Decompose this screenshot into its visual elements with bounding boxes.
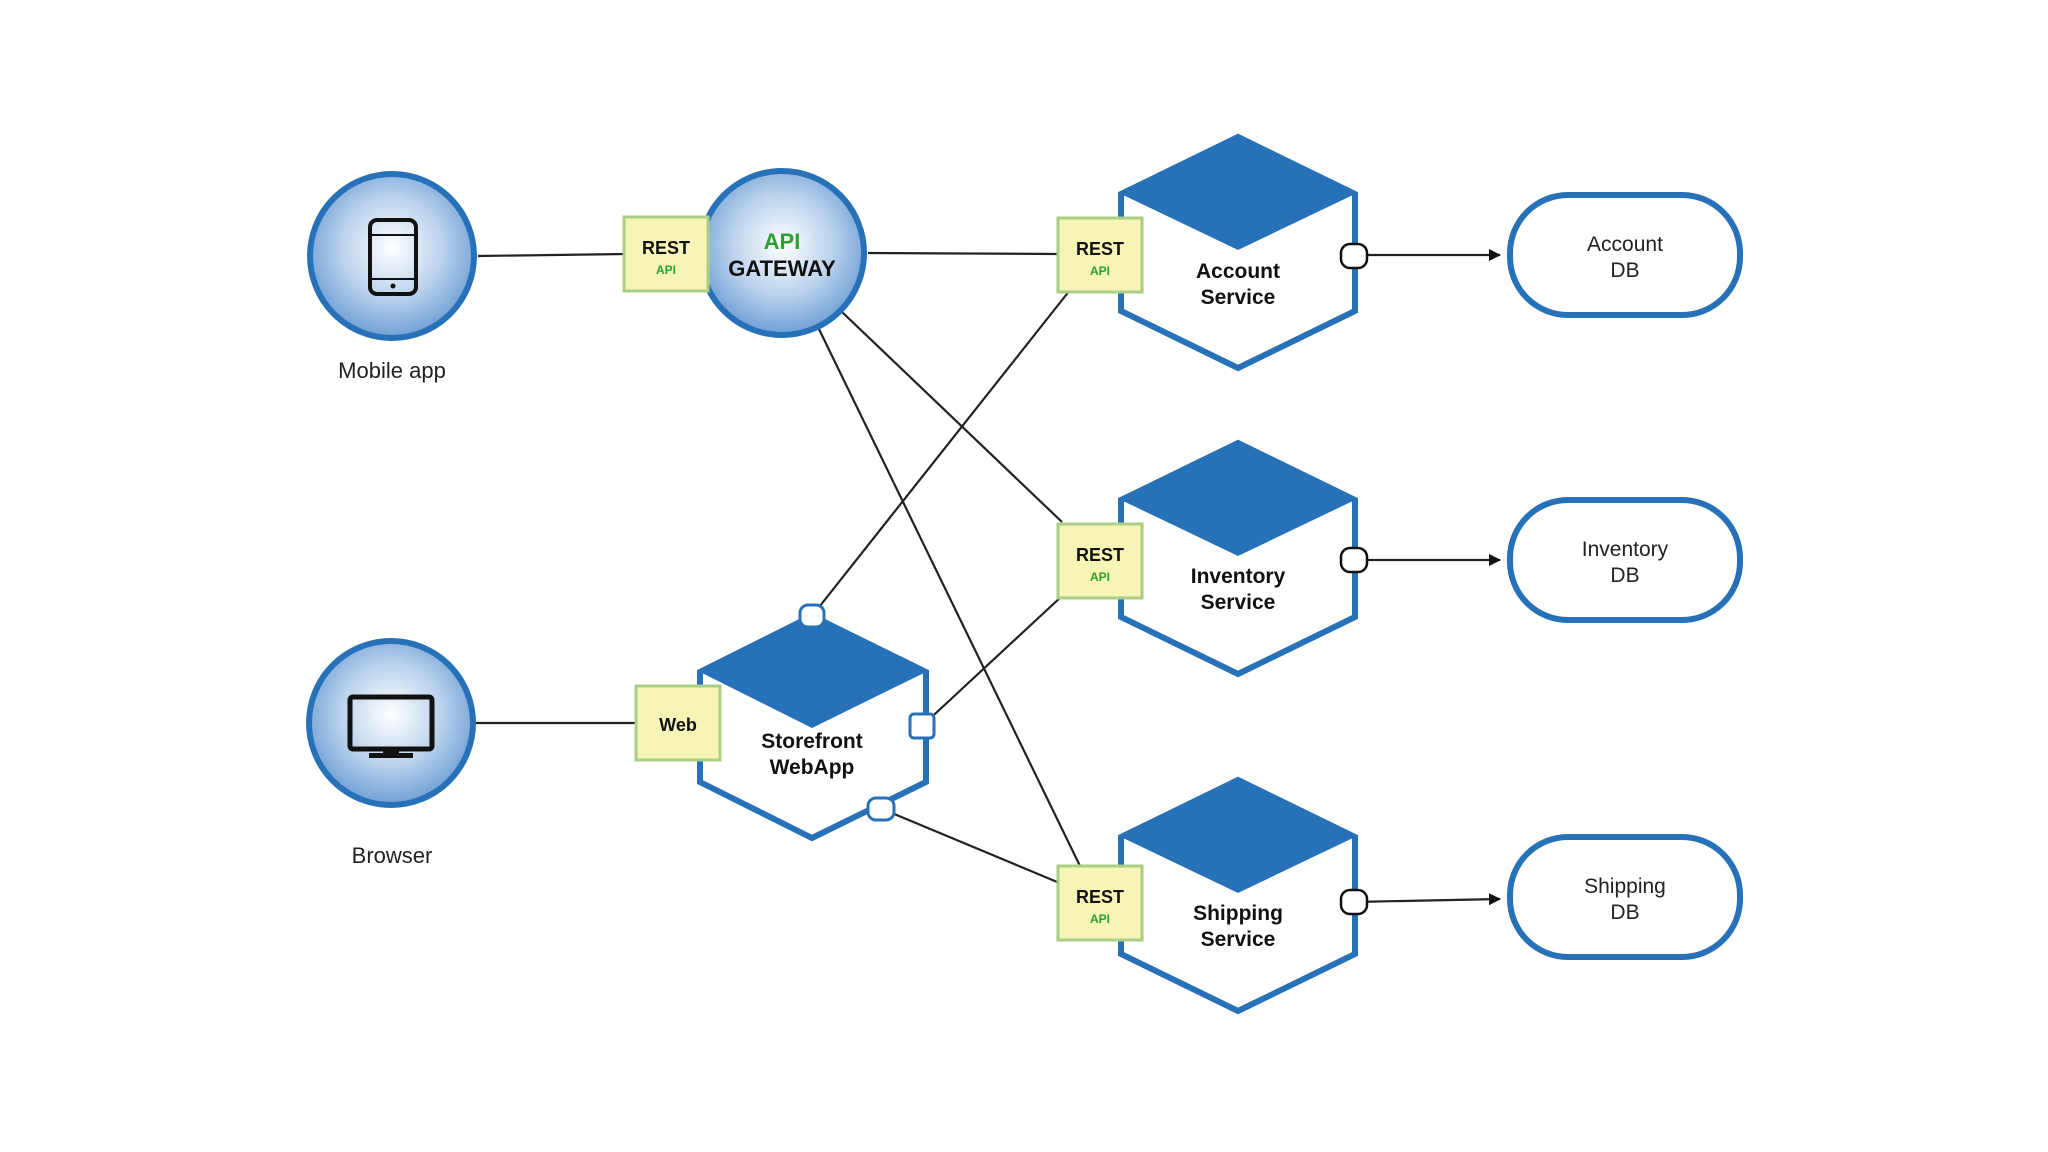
gateway-api-label: API	[656, 263, 676, 277]
browser-client-circle	[306, 638, 476, 808]
browser-client: Browser	[306, 638, 476, 868]
inventory-db-line1: Inventory	[1582, 538, 1669, 561]
shipping-service-hexagon-top	[1121, 780, 1355, 893]
shipping-rest-api-badge: REST API	[1056, 864, 1144, 942]
smartphone-icon	[368, 218, 418, 296]
inventory-db-box	[1507, 497, 1743, 623]
shipping-service-line1: Shipping	[1193, 902, 1283, 925]
account-service-hexagon-top	[1121, 137, 1355, 250]
mobile-client-circle	[307, 171, 477, 341]
shipping-output-port	[1339, 888, 1369, 916]
inventory-service-line1: Inventory	[1191, 565, 1286, 588]
webapp-line1: Storefront	[761, 730, 863, 753]
webapp-right-port	[908, 712, 936, 740]
account-service-line2: Service	[1201, 286, 1276, 309]
shipping-rest-label: REST	[1076, 887, 1124, 907]
shipping-service: Shipping Service	[1118, 776, 1358, 1015]
account-db-box	[1507, 192, 1743, 318]
account-output-port	[1339, 242, 1369, 270]
inventory-service-line2: Service	[1201, 591, 1276, 614]
api-gateway-line2: GATEWAY	[728, 256, 836, 281]
inventory-rest-label: REST	[1076, 545, 1124, 565]
inventory-service: Inventory Service	[1118, 439, 1358, 678]
shipping-db-line1: Shipping	[1584, 875, 1666, 898]
shipping-db: Shipping DB	[1507, 834, 1743, 960]
shipping-to-db-arrow	[1352, 893, 1501, 906]
storefront-webapp: Storefront WebApp	[697, 612, 929, 842]
api-gateway: API GATEWAY	[697, 168, 867, 338]
webapp-top-port	[798, 603, 826, 629]
gateway-rest-api-badge: REST API	[622, 215, 710, 293]
account-api-label: API	[1090, 264, 1110, 278]
account-rest-api-badge: REST API	[1056, 216, 1144, 294]
monitor-icon	[347, 694, 435, 758]
connectors	[474, 249, 1501, 906]
inventory-api-label: API	[1090, 570, 1110, 584]
webapp-web-badge: Web	[634, 684, 722, 762]
mobile-to-gateway-line	[477, 252, 627, 258]
inventory-db-line2: DB	[1610, 564, 1639, 587]
webapp-to-account-line	[811, 289, 1071, 617]
webapp-line2: WebApp	[770, 756, 855, 779]
webapp-hexagon-top	[700, 616, 926, 728]
account-db: Account DB	[1507, 192, 1743, 318]
account-service: Account Service	[1118, 133, 1358, 372]
gateway-to-account-line	[867, 251, 1059, 256]
account-rest-label: REST	[1076, 239, 1124, 259]
mobile-client: Mobile app	[307, 171, 477, 383]
connector-ports	[798, 603, 936, 822]
webapp-web-label: Web	[659, 715, 697, 735]
gateway-to-shipping-line	[816, 324, 1081, 867]
api-gateway-line1: API	[764, 229, 801, 254]
account-service-line1: Account	[1196, 260, 1280, 283]
inventory-output-port	[1339, 546, 1369, 574]
service-output-ports	[1339, 242, 1369, 916]
webapp-bottom-port	[866, 796, 896, 822]
shipping-api-label: API	[1090, 912, 1110, 926]
shipping-db-box	[1507, 834, 1743, 960]
webapp-to-inventory-line	[921, 595, 1063, 727]
inventory-db: Inventory DB	[1507, 497, 1743, 623]
webapp-to-shipping-line	[879, 806, 1063, 886]
shipping-db-line2: DB	[1610, 901, 1639, 924]
account-db-line2: DB	[1610, 259, 1639, 282]
gateway-rest-label: REST	[642, 238, 690, 258]
browser-label: Browser	[352, 843, 433, 868]
inventory-rest-api-badge: REST API	[1056, 522, 1144, 600]
shipping-service-line2: Service	[1201, 928, 1276, 951]
mobile-app-label: Mobile app	[338, 358, 446, 383]
inventory-service-hexagon-top	[1121, 443, 1355, 556]
gateway-to-inventory-line	[841, 311, 1063, 523]
account-db-line1: Account	[1587, 233, 1663, 256]
